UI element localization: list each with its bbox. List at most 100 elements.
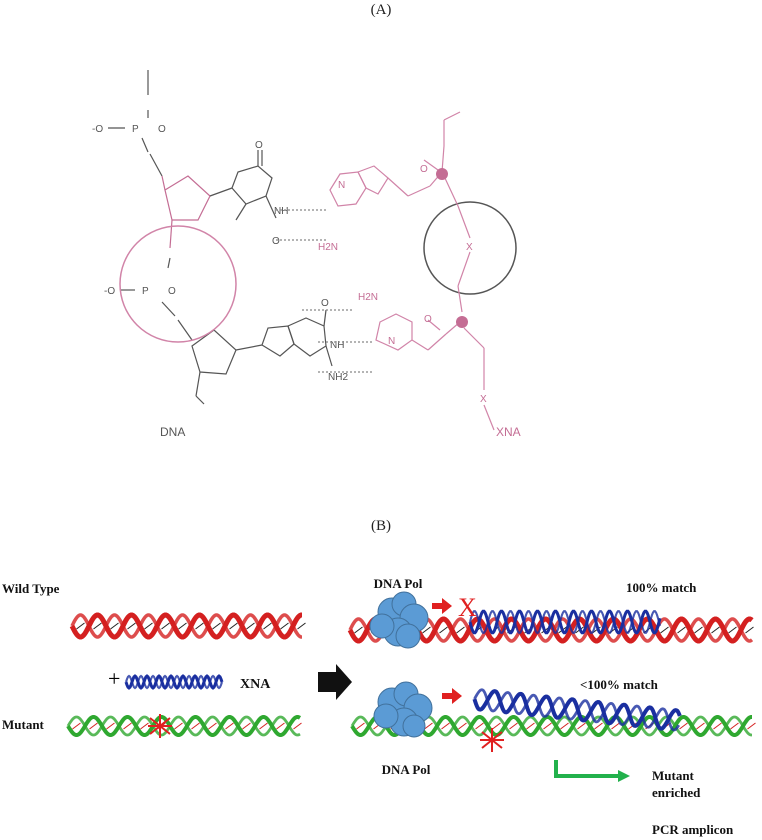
pcr-amplicon-label: PCR amplicon [652, 822, 734, 837]
chem-x-1: X [466, 242, 473, 253]
base-pair-tick [178, 622, 187, 630]
xna-probe-helix [124, 674, 224, 690]
wild-type-label: Wild Type [2, 581, 60, 596]
panel-b-label: (B) [371, 518, 391, 534]
base-pair-tick [110, 622, 119, 630]
chem-h2n-a: H2N [318, 242, 338, 253]
base-pair-tick [560, 722, 569, 730]
hydrogen-bonds [276, 209, 372, 373]
base-pair-tick [280, 622, 289, 630]
process-arrow-icon [318, 664, 352, 700]
helix-strand [472, 689, 682, 731]
extension-blocked-arrow-icon [432, 598, 452, 614]
base-pair-tick [696, 722, 705, 730]
base-pair-tick [123, 722, 132, 730]
blocked-x-mark: X [458, 593, 477, 622]
base-pair-tick [242, 722, 251, 730]
phosphate-highlight-circle [119, 225, 237, 343]
base-pair-tick [72, 722, 81, 730]
dna-polymerase-cloud-icon [373, 681, 433, 738]
base-pair-tick [679, 722, 688, 730]
extension-arrow-icon [442, 688, 462, 704]
xna-label-b: XNA [240, 677, 271, 692]
dna-pol-top-label: DNA Pol [374, 576, 423, 591]
chem-nh2-g: NH2 [328, 372, 348, 383]
dna-polymerase-cloud-icon [369, 591, 429, 649]
mutation-star-icon [148, 714, 172, 738]
chem-o-t1: O [255, 140, 263, 151]
base-pair-tick [441, 722, 450, 730]
match-100-label: 100% match [626, 580, 697, 595]
base-pair-tick [509, 722, 518, 730]
base-pair-tick [711, 626, 720, 634]
base-pair-tick [195, 622, 204, 630]
base-pair-tick [424, 722, 433, 730]
base-pair-tick [543, 722, 552, 730]
dna-structure [108, 70, 333, 405]
chem-nh-g: NH [330, 340, 344, 351]
wild-type-dna-helix [69, 612, 306, 640]
base-pair-tick [191, 722, 200, 730]
chem-o-g: O [321, 298, 329, 309]
base-pair-tick [229, 622, 238, 630]
xna-label-a: XNA [496, 425, 521, 439]
mutant-extension-arrow-icon [554, 760, 620, 778]
chem-o-xa: O [420, 164, 428, 175]
base-pair-tick [263, 622, 272, 630]
base-pair-tick [475, 722, 484, 730]
chem-eq-o-1: O [158, 124, 166, 135]
chem-h2n-c: H2N [358, 292, 378, 303]
xna-chiral-center-1 [436, 168, 448, 180]
base-pair-tick [577, 722, 586, 730]
match-less-100-label: <100% match [580, 677, 659, 692]
helix-strand [70, 613, 302, 639]
base-pair-tick [677, 626, 686, 634]
base-pair-tick [174, 722, 183, 730]
chem-x-2: X [480, 394, 487, 405]
base-pair-tick [356, 722, 365, 730]
chem-o-xc: O [424, 314, 432, 325]
base-pair-tick [660, 626, 669, 634]
xna-chiral-center-2 [456, 316, 468, 328]
xna-structure [329, 111, 495, 431]
base-pair-tick [225, 722, 234, 730]
base-pair-tick [106, 722, 115, 730]
backbone-highlight-circle [423, 201, 517, 295]
base-pair-tick [76, 622, 85, 630]
base-pair-tick [293, 722, 302, 730]
helix-strand [66, 715, 301, 737]
base-pair-tick [212, 622, 221, 630]
chem-p-1: P [132, 124, 139, 135]
green-arrowhead-icon [618, 770, 630, 782]
plus-sign: + [108, 666, 120, 691]
base-pair-tick [127, 622, 136, 630]
base-pair-tick [526, 722, 535, 730]
base-pair-tick [140, 722, 149, 730]
base-pair-tick [208, 722, 217, 730]
base-pair-tick [728, 626, 737, 634]
dna-label: DNA [160, 425, 185, 439]
dna-pol-bottom-label: DNA Pol [382, 762, 431, 777]
base-pair-tick [354, 626, 363, 634]
base-pair-tick [259, 722, 268, 730]
chem-o-minus-1: -O [92, 124, 103, 135]
base-pair-tick [745, 626, 754, 634]
chem-p-2: P [142, 286, 149, 297]
base-pair-tick [456, 626, 465, 634]
base-pair-tick [694, 626, 703, 634]
chem-n-a: N [338, 180, 345, 191]
base-pair-tick [730, 722, 739, 730]
base-pair-tick [246, 622, 255, 630]
base-pair-tick [93, 622, 102, 630]
base-pair-tick [297, 622, 306, 630]
base-pair-tick [594, 722, 603, 730]
chem-nh-t: NH [274, 206, 288, 217]
chem-o-t2: O [272, 236, 280, 247]
base-pair-tick [422, 626, 431, 634]
xna-partial-match [472, 688, 682, 732]
chem-n-c: N [388, 336, 395, 347]
chem-o-minus-2: -O [104, 286, 115, 297]
mutant-enriched-line2: enriched [652, 785, 701, 800]
base-pair-tick [611, 722, 620, 730]
